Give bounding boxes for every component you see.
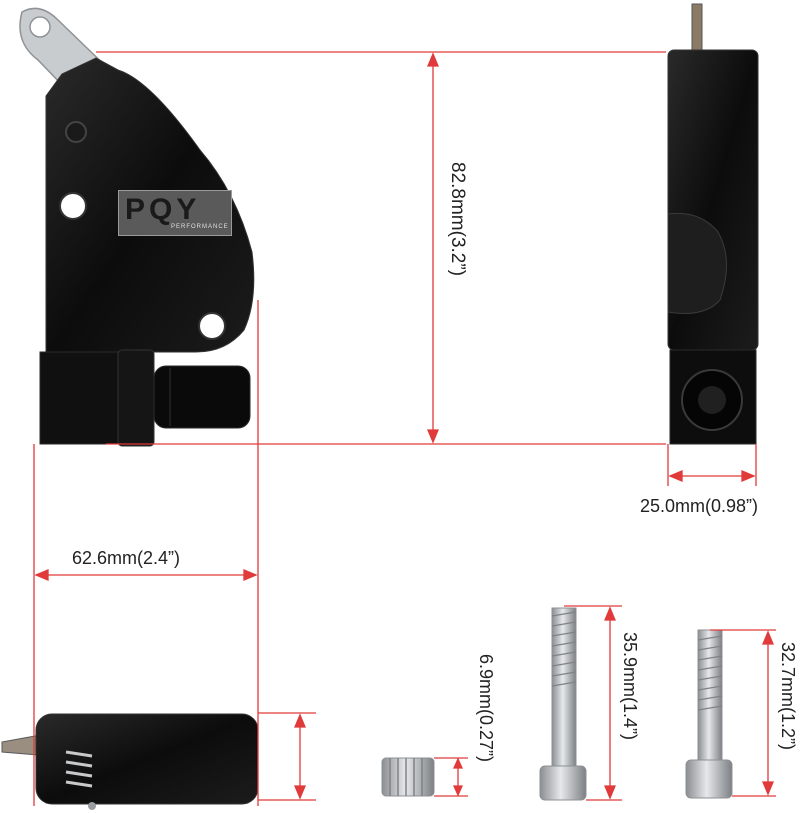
valve-bottom-view (1, 713, 259, 810)
side-boss (667, 212, 728, 314)
height-dimension-label: 82.8mm(3.2”) (447, 162, 468, 277)
dimension-lines (33, 51, 776, 806)
bolt-hole-upper (65, 121, 87, 143)
brand-logo: PQY PERFORMANCE (118, 190, 232, 236)
mount-hole-right (198, 312, 226, 340)
short-screw-label: 6.9mm(0.27”) (476, 654, 496, 763)
side-thickness-label: 25.0mm(0.98”) (640, 496, 759, 516)
side-shaft-pin (691, 3, 703, 57)
brand-logo-subtext: PERFORMANCE (171, 224, 229, 230)
mount-hole-left (59, 192, 87, 220)
fitting-hex-nut (117, 349, 155, 447)
return-spring (65, 750, 93, 788)
hose-barb (153, 365, 251, 429)
valve-side-view (667, 3, 759, 445)
arm-hole (29, 16, 51, 38)
long-bolt-label: 35.9mm(1.4”) (620, 632, 640, 741)
brand-logo-text: PQY (125, 193, 201, 226)
medium-bolt-label: 32.7mm(1.2”) (778, 642, 798, 751)
long-bolt (539, 607, 587, 801)
bottom-body (35, 713, 259, 805)
medium-bolt (685, 629, 733, 799)
valve-base-block (39, 351, 119, 445)
width-dimension-label: 62.6mm(2.4”) (72, 548, 181, 568)
short-set-screw (381, 757, 435, 797)
